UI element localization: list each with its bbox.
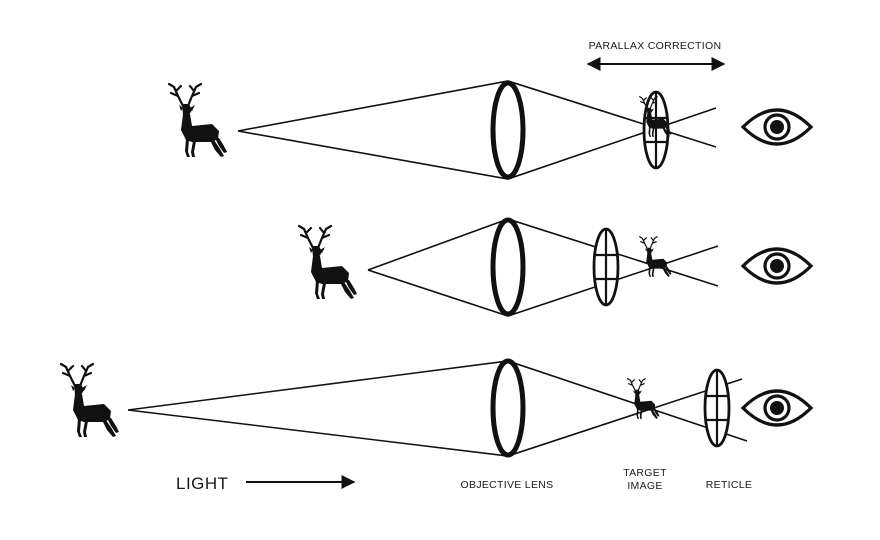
row-2 (297, 217, 813, 317)
light-label: LIGHT (176, 474, 229, 493)
target-image-deer-icon (627, 378, 661, 420)
objective-lens-label: OBJECTIVE LENS (461, 479, 554, 491)
row-3 (59, 358, 813, 458)
deer-silhouette-icon (59, 362, 121, 439)
eye-icon (741, 247, 813, 285)
reticle-label: RETICLE (706, 479, 752, 491)
objective-lens (490, 217, 526, 317)
objective-lens (490, 80, 526, 180)
deer-silhouette-icon (297, 224, 359, 301)
parallax-correction-label: PARALLAX CORRECTION (589, 40, 722, 52)
objective-lens (490, 358, 526, 458)
eye-icon (741, 389, 813, 427)
target-image-label-line2: IMAGE (627, 480, 662, 492)
row-1 (167, 80, 813, 180)
eye-icon (741, 108, 813, 146)
deer-silhouette-icon (167, 82, 229, 159)
target-image-label-line1: TARGET (623, 467, 667, 479)
